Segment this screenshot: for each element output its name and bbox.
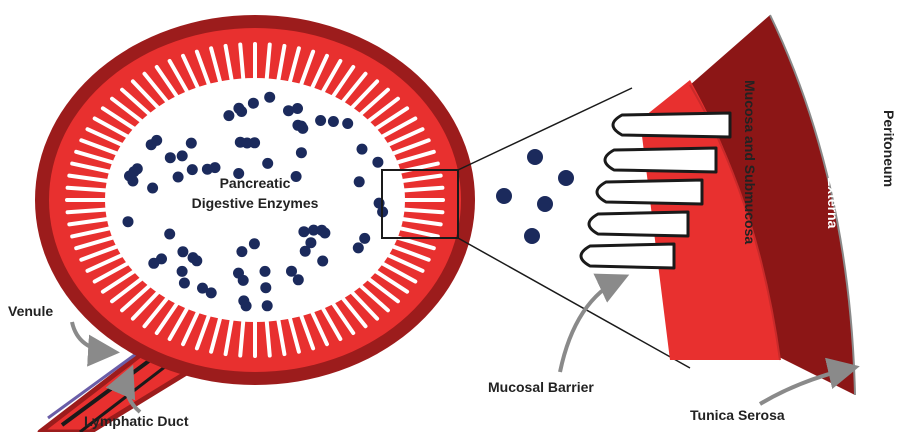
- enzyme-particle: [262, 300, 273, 311]
- lymphatic-duct-label: Lymphatic Duct: [84, 413, 189, 429]
- mucosal-fold: [589, 212, 688, 236]
- enzyme-particle: [177, 150, 188, 161]
- enzyme-particle: [186, 138, 197, 149]
- enzyme-particle: [173, 172, 184, 183]
- enzyme-particle: [165, 152, 176, 163]
- enzyme-particle: [177, 246, 188, 257]
- enzyme-particle: [264, 92, 275, 103]
- enzyme-particle: [260, 266, 271, 277]
- villus: [405, 188, 443, 191]
- enzyme-particle: [236, 246, 247, 257]
- enzyme-particle: [496, 188, 512, 204]
- enzyme-particle: [177, 266, 188, 277]
- enzyme-particle: [305, 237, 316, 248]
- enzyme-particle: [296, 147, 307, 158]
- enzyme-particle: [124, 171, 135, 182]
- enzyme-particle: [317, 256, 328, 267]
- enzyme-particle: [188, 252, 199, 263]
- mucosal-fold: [605, 148, 716, 172]
- enzyme-particle: [308, 225, 319, 236]
- enzyme-particle: [164, 229, 175, 240]
- enzyme-particle: [233, 103, 244, 114]
- enzyme-particle: [262, 158, 273, 169]
- enzyme-particle: [353, 242, 364, 253]
- venule-label: Venule: [8, 303, 53, 319]
- enzyme-particle: [248, 98, 259, 109]
- villus: [68, 188, 106, 191]
- enzyme-particle: [283, 105, 294, 116]
- enzyme-particle: [238, 275, 249, 286]
- enzyme-particle: [249, 238, 260, 249]
- mucosal-fold: [597, 180, 702, 204]
- enzyme-particle: [293, 274, 304, 285]
- enzyme-particle: [260, 282, 271, 293]
- enzyme-particle: [297, 123, 308, 134]
- enzyme-particle: [291, 171, 302, 182]
- mucosal-barrier-label: Mucosal Barrier: [488, 379, 594, 395]
- enzymes-label-line1: Pancreatic: [220, 175, 291, 191]
- enzyme-particle: [242, 138, 253, 149]
- peritoneum-label: Peritoneum: [881, 110, 897, 187]
- enzyme-particle: [359, 233, 370, 244]
- enzyme-particle: [223, 110, 234, 121]
- enzyme-particle: [354, 176, 365, 187]
- enzyme-particle: [179, 278, 190, 289]
- enzyme-particle: [202, 164, 213, 175]
- enzyme-particle: [148, 258, 159, 269]
- enzyme-particle: [372, 157, 383, 168]
- enzyme-particle: [537, 196, 553, 212]
- enzyme-particle: [527, 149, 543, 165]
- enzyme-particle: [524, 228, 540, 244]
- enzyme-particle: [328, 116, 339, 127]
- enzyme-particle: [315, 115, 326, 126]
- mucosal-fold: [613, 113, 730, 137]
- enzyme-particle: [286, 266, 297, 277]
- mucosa-submucosa-label: Mucosa and Submucosa: [742, 80, 758, 244]
- tunica-serosa-label: Tunica Serosa: [690, 407, 785, 423]
- enzyme-particle: [123, 216, 134, 227]
- enzyme-particle: [241, 300, 252, 311]
- enzyme-particle: [342, 118, 353, 129]
- zoom-enzyme-particles: [496, 149, 574, 244]
- enzyme-particle: [147, 183, 158, 194]
- wall-segment: [496, 15, 855, 395]
- enzymes-label-line2: Digestive Enzymes: [192, 195, 319, 211]
- enzyme-particle: [197, 283, 208, 294]
- villus: [68, 210, 106, 213]
- villus: [405, 210, 443, 213]
- enzyme-particle: [151, 135, 162, 146]
- muscularis-externa-label: Muscularis Externa: [825, 100, 841, 229]
- enzyme-particle: [187, 164, 198, 175]
- mucosal-fold: [581, 244, 674, 268]
- enzyme-particle: [558, 170, 574, 186]
- enzyme-particle: [357, 144, 368, 155]
- enzyme-particle: [298, 226, 309, 237]
